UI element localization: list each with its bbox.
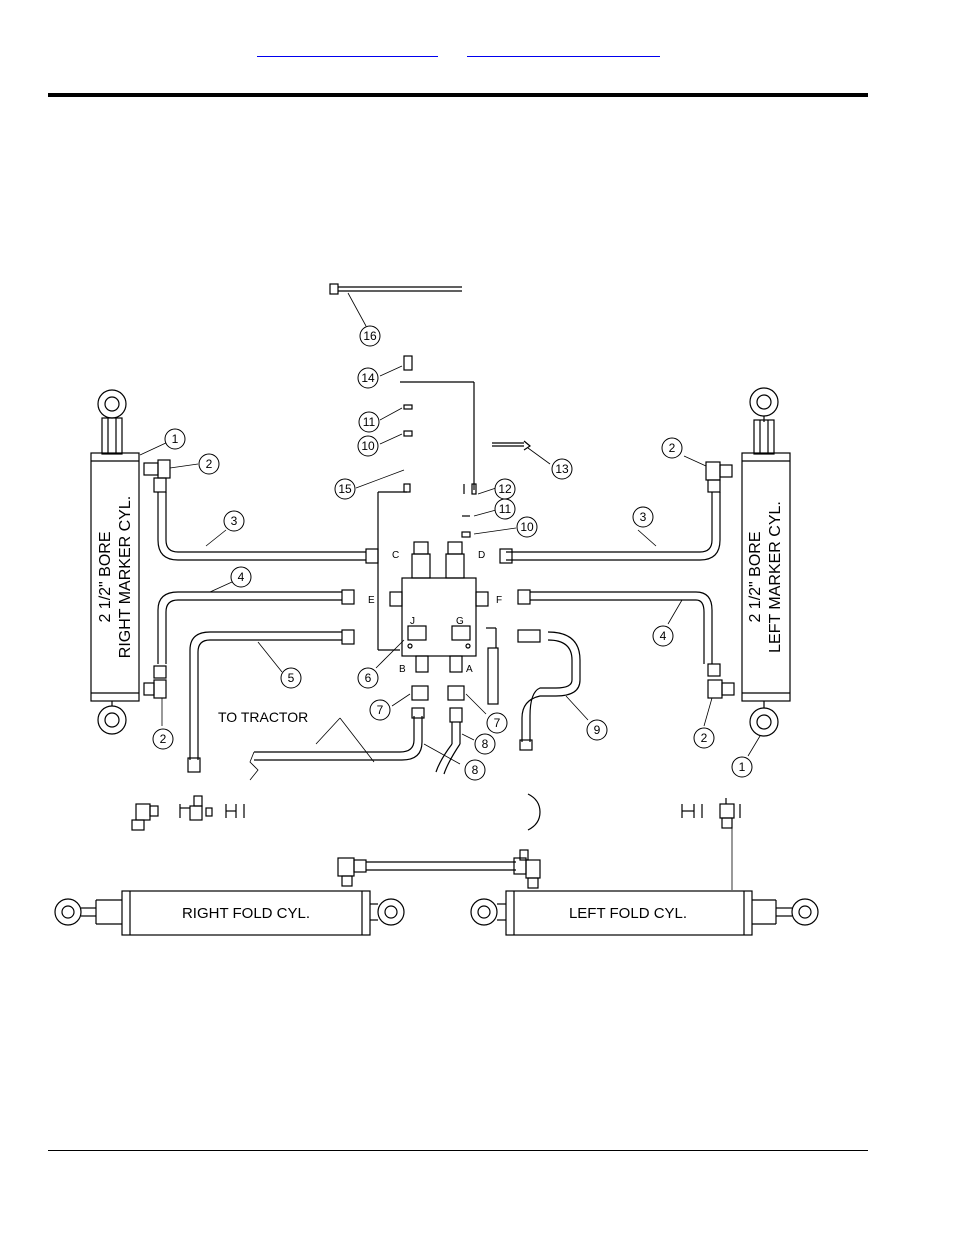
svg-text:11: 11 [363,415,376,429]
callout-11-a: 11 [358,411,380,433]
bottom-rule [48,1150,868,1151]
left-marker-bore-label: 2 1/2" BORE [747,531,764,622]
callout-3-left: 3 [632,506,654,528]
callout-10-a: 10 [357,435,379,457]
svg-text:3: 3 [640,510,647,524]
svg-text:3: 3 [231,514,238,528]
callout-16: 16 [359,325,381,347]
svg-text:10: 10 [361,439,375,453]
callout-9: 9 [586,719,608,741]
port-e: E [368,595,375,606]
right-marker-cylinder: 2 1/2" BORE RIGHT MARKER CYL. [90,389,169,735]
left-marker-name-label: LEFT MARKER CYL. [767,501,784,653]
callout-13: 13 [551,458,573,480]
callout-5: 5 [280,667,302,689]
top-rule [48,93,868,97]
part-2-left-lower [703,663,735,727]
hose-9 [521,631,581,742]
svg-text:12: 12 [498,482,512,496]
part-14-bolt [355,355,475,490]
part-7-right [447,685,465,701]
port-g: G [456,616,464,627]
svg-text:1: 1 [172,432,179,446]
valve-block: C D E F J G B A [368,541,502,705]
svg-text:11: 11 [499,502,512,516]
callout-14: 14 [357,367,379,389]
svg-text:2: 2 [701,731,708,745]
hose-4-left [530,591,713,664]
svg-text:8: 8 [482,737,489,751]
svg-text:4: 4 [238,570,245,584]
svg-text:4: 4 [660,629,667,643]
callout-7-right: 7 [486,712,508,734]
hose-8-left [254,716,415,753]
lower-fittings [131,793,741,890]
port-b: B [399,664,406,675]
svg-text:7: 7 [377,703,384,717]
port-j: J [410,616,415,627]
part-16-rod [329,283,462,327]
port-d: D [478,550,485,561]
svg-text:15: 15 [338,482,352,496]
part-2-left-upper [683,455,733,493]
part-2-right-lower [143,665,167,726]
fold-crossover-hose [337,849,541,889]
svg-text:6: 6 [365,671,372,685]
part-2-right-upper [143,459,199,493]
port-f: F [496,595,502,606]
right-fold-cylinder: RIGHT FOLD CYL. [54,890,405,936]
header-link-right[interactable] [467,44,660,57]
callout-4-left: 4 [652,625,674,647]
to-tractor-label: TO TRACTOR [218,709,308,725]
hose-5 [189,631,342,760]
callout-8-a: 8 [474,733,496,755]
callout-2-right-lower: 2 [152,728,174,750]
left-marker-cylinder: 2 1/2" BORE LEFT MARKER CYL. [741,387,791,757]
svg-text:13: 13 [555,462,569,476]
callout-10-b: 10 [516,516,538,538]
callout-1-left: 1 [731,756,753,778]
svg-text:9: 9 [594,723,601,737]
callout-15: 15 [334,478,356,500]
port-a: A [466,664,473,675]
svg-text:2: 2 [206,457,213,471]
svg-text:1: 1 [739,760,746,774]
callout-8-b: 8 [464,759,486,781]
callout-7-left: 7 [369,699,391,721]
parts-12-11-10 [377,483,517,651]
callout-2-left-upper: 2 [661,437,683,459]
callout-1-right: 1 [164,428,186,450]
callout-3-right: 3 [223,510,245,532]
part-13-pin [492,440,551,465]
left-fold-cylinder: LEFT FOLD CYL. [470,890,819,936]
svg-text:16: 16 [363,329,377,343]
svg-text:10: 10 [520,520,534,534]
hose-4-right [157,591,342,664]
svg-text:7: 7 [494,716,501,730]
svg-text:8: 8 [472,763,479,777]
right-fold-label: RIGHT FOLD CYL. [182,905,310,922]
callout-2-right-upper: 2 [198,453,220,475]
left-fold-label: LEFT FOLD CYL. [569,905,687,922]
header-link-left[interactable] [257,44,438,57]
svg-text:14: 14 [361,371,375,385]
right-marker-name-label: RIGHT MARKER CYL. [117,496,134,658]
hose-3-right [157,492,366,561]
part-7-left [411,685,429,701]
right-marker-bore-label: 2 1/2" BORE [97,531,114,622]
callout-6: 6 [357,667,379,689]
svg-text:2: 2 [669,441,676,455]
svg-text:5: 5 [288,671,295,685]
callout-12: 12 [494,478,516,500]
svg-text:2: 2 [160,732,167,746]
callout-11-b: 11 [494,498,516,520]
callout-2-left-lower: 2 [693,727,715,749]
port-c: C [392,550,399,561]
callout-4-right: 4 [230,566,252,588]
hose-3-left [506,492,713,553]
